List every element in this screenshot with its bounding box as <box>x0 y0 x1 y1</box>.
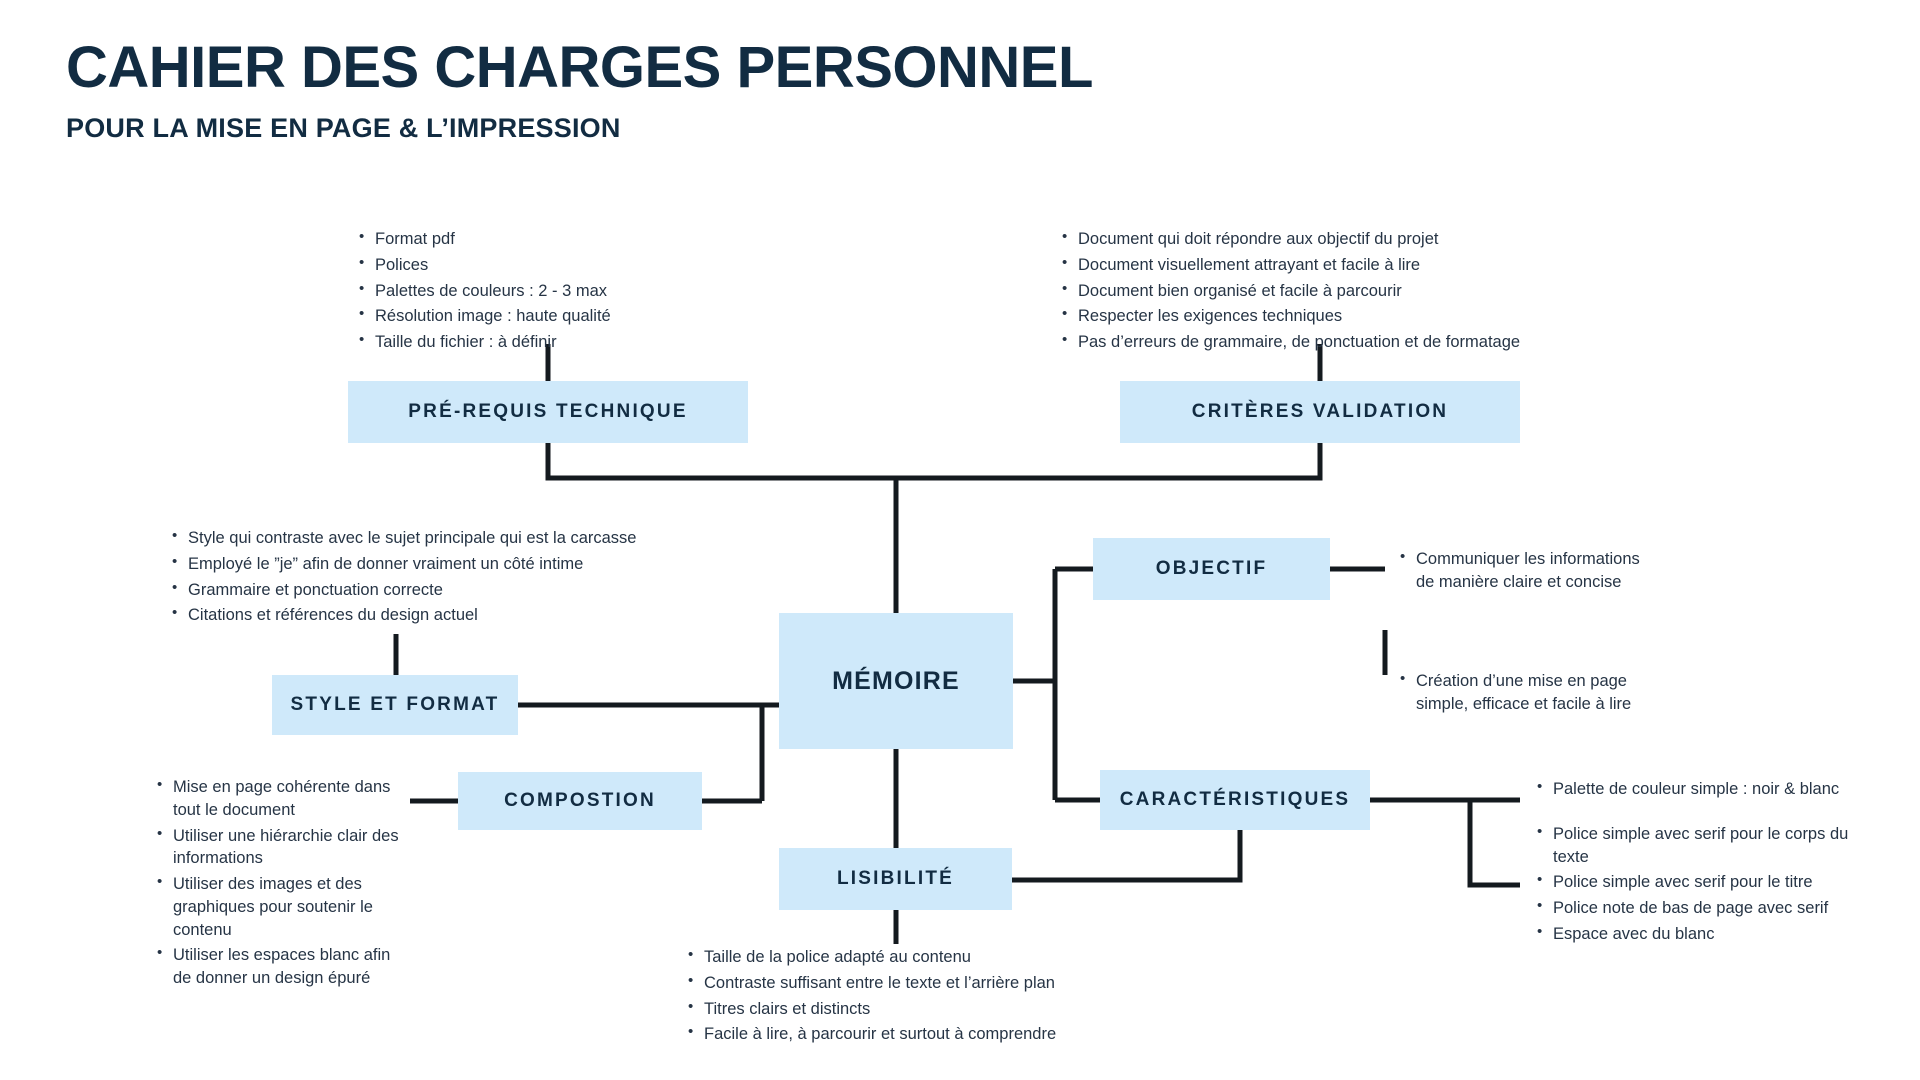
list-item: Palettes de couleurs : 2 - 3 max <box>357 279 777 303</box>
page-subtitle: POUR LA MISE EN PAGE & L’IMPRESSION <box>66 112 621 143</box>
list-item: Utiliser une hiérarchie clair des inform… <box>155 824 405 871</box>
list-objectif-secondary: Création d’une mise en page simple, effi… <box>1398 669 1648 719</box>
list-item: Polices <box>357 253 777 277</box>
list-item: Titres clairs et distincts <box>686 997 1246 1021</box>
list-item: Taille de la police adapté au contenu <box>686 945 1246 969</box>
node-criteres-validation[interactable]: CRITÈRES VALIDATION <box>1120 381 1520 443</box>
node-lisibilite[interactable]: LISIBILITÉ <box>779 848 1012 910</box>
list-item: Création d’une mise en page simple, effi… <box>1398 669 1648 716</box>
list-compostion: Mise en page cohérente dans tout le docu… <box>155 775 405 993</box>
list-item: Utiliser des images et des graphiques po… <box>155 872 405 941</box>
page-header: CAHIER DES CHARGES PERSONNEL POUR LA MIS… <box>66 35 1566 144</box>
page-title: CAHIER DES CHARGES PERSONNEL <box>66 35 1093 100</box>
list-item: Employé le ”je” afin de donner vraiment … <box>170 552 770 576</box>
connector-caracteristiques-bracket <box>1467 800 1520 888</box>
list-criteres-validation: Document qui doit répondre aux objectif … <box>1060 227 1660 357</box>
list-item: Citations et références du design actuel <box>170 603 770 627</box>
list-item: Respecter les exigences techniques <box>1060 304 1660 328</box>
list-item: Police simple avec serif pour le titre <box>1535 870 1875 894</box>
list-caracteristiques: Palette de couleur simple : noir & blanc… <box>1535 777 1875 949</box>
node-compostion[interactable]: COMPOSTION <box>458 772 702 830</box>
list-item: Police note de bas de page avec serif <box>1535 896 1875 920</box>
node-label: LISIBILITÉ <box>837 867 954 889</box>
connector-top-bridge <box>545 443 1323 481</box>
node-label: COMPOSTION <box>504 789 656 811</box>
list-item: Résolution image : haute qualité <box>357 304 777 328</box>
list-item: Palette de couleur simple : noir & blanc <box>1535 777 1875 801</box>
list-objectif-primary: Communiquer les informations de manière … <box>1398 547 1648 597</box>
list-item: Pas d’erreurs de grammaire, de ponctuati… <box>1060 330 1660 354</box>
node-label: STYLE ET FORMAT <box>290 693 500 715</box>
list-item: Police simple avec serif pour le corps d… <box>1535 822 1875 869</box>
node-objectif[interactable]: OBJECTIF <box>1093 538 1330 600</box>
list-item: Grammaire et ponctuation correcte <box>170 578 770 602</box>
list-item: Contraste suffisant entre le texte et l’… <box>686 971 1246 995</box>
list-item: Document visuellement attrayant et facil… <box>1060 253 1660 277</box>
node-memoire[interactable]: MÉMOIRE <box>779 613 1013 749</box>
node-label: PRÉ-REQUIS TECHNIQUE <box>408 400 688 422</box>
list-style-et-format: Style qui contraste avec le sujet princi… <box>170 526 770 630</box>
list-item: Document bien organisé et facile à parco… <box>1060 279 1660 303</box>
node-label: CRITÈRES VALIDATION <box>1191 400 1449 422</box>
list-item: Format pdf <box>357 227 777 251</box>
connector-lisibilite-to-caracteristiques <box>1012 830 1243 883</box>
list-item: Style qui contraste avec le sujet princi… <box>170 526 770 550</box>
list-item: Espace avec du blanc <box>1535 922 1875 946</box>
list-item: Facile à lire, à parcourir et surtout à … <box>686 1022 1246 1046</box>
list-item: Utiliser les espaces blanc afin de donne… <box>155 943 405 990</box>
node-label: CARACTÉRISTIQUES <box>1119 788 1351 810</box>
node-label: OBJECTIF <box>1155 557 1268 579</box>
list-lisibilite: Taille de la police adapté au contenuCon… <box>686 945 1246 1049</box>
node-caracteristiques[interactable]: CARACTÉRISTIQUES <box>1100 770 1370 830</box>
list-item: Mise en page cohérente dans tout le docu… <box>155 775 405 822</box>
list-pre-requis-technique: Format pdfPolicesPalettes de couleurs : … <box>357 227 777 357</box>
node-label: MÉMOIRE <box>832 667 960 695</box>
node-style-et-format[interactable]: STYLE ET FORMAT <box>272 675 518 735</box>
list-item: Taille du fichier : à définir <box>357 330 777 354</box>
list-item: Communiquer les informations de manière … <box>1398 547 1648 594</box>
node-pre-requis-technique[interactable]: PRÉ-REQUIS TECHNIQUE <box>348 381 748 443</box>
list-item: Document qui doit répondre aux objectif … <box>1060 227 1660 251</box>
